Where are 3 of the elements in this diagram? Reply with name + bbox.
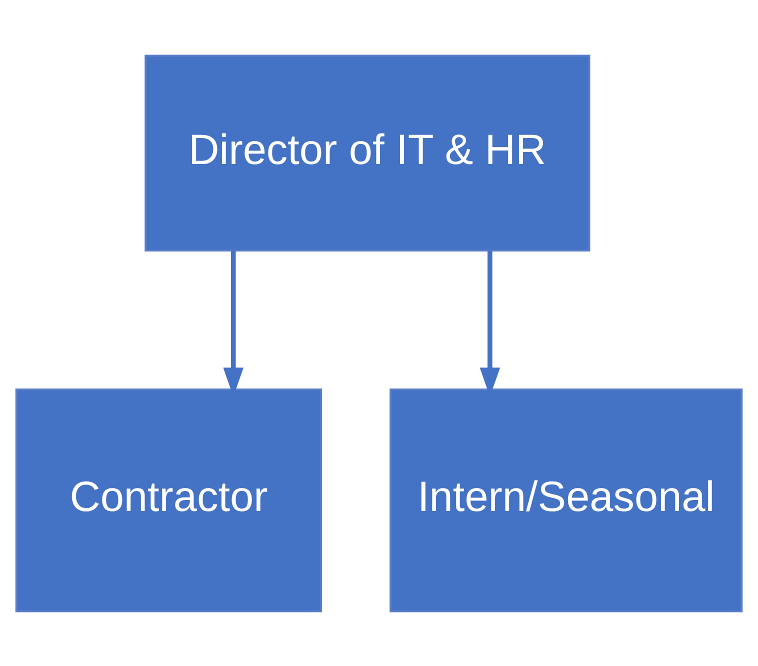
node-box: Contractor — [15, 388, 322, 612]
node-box: Director of IT & HR — [144, 54, 590, 252]
node-box: Intern/Seasonal — [390, 388, 743, 612]
